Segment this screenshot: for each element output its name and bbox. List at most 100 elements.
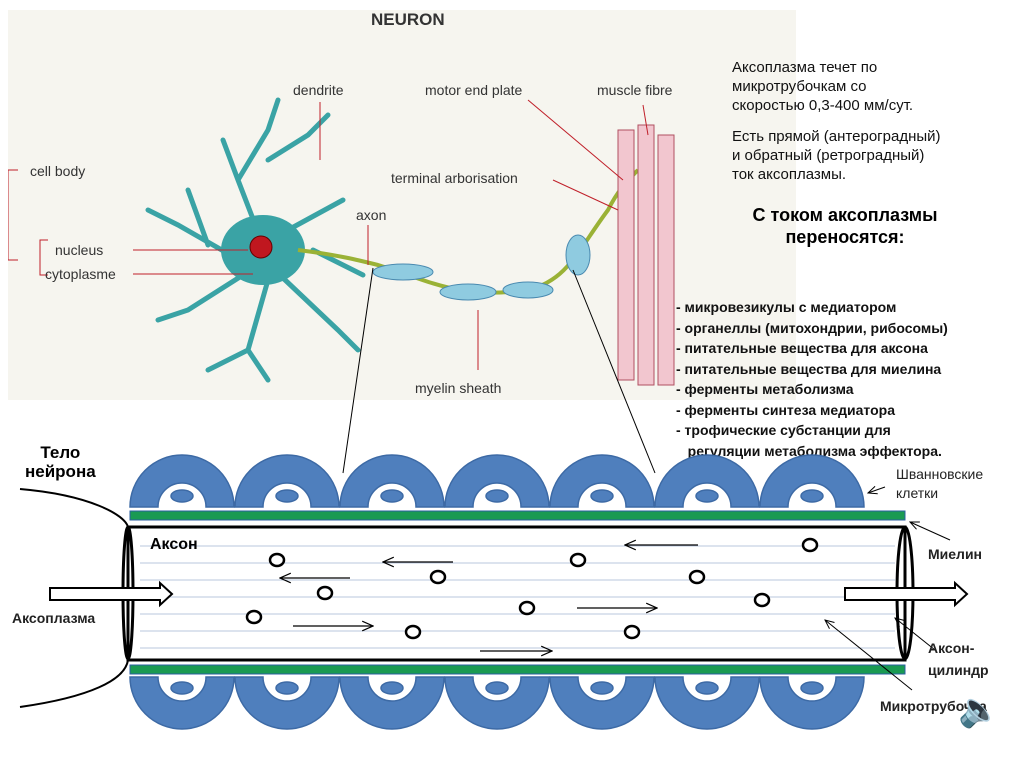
vesicle <box>569 552 587 568</box>
schwann-nucleus <box>170 681 194 695</box>
label-microtubule: Микротрубочка <box>880 698 987 714</box>
info-directions: Есть прямой (антероградный) и обратный (р… <box>732 127 941 184</box>
label-muscle-fibre: muscle fibre <box>597 82 673 98</box>
label-dendrite: dendrite <box>293 82 344 98</box>
text-line: Шванновские <box>896 466 984 482</box>
myelin-bottom <box>129 664 906 675</box>
text-line: переносятся: <box>785 227 905 247</box>
speaker-icon[interactable]: 🔈 <box>958 691 1001 729</box>
cell-body-outline <box>19 488 129 708</box>
label-axon-ru: Аксон <box>150 536 198 553</box>
label-axoplasm: Аксоплазма <box>12 610 96 626</box>
schwann-nucleus <box>380 681 404 695</box>
schwann-nucleus <box>380 489 404 503</box>
transported-list: - микровезикулы с медиатором - органеллы … <box>676 256 948 482</box>
vesicle <box>753 592 771 608</box>
list-item: - органеллы (митохондрии, рибосомы) <box>676 319 948 336</box>
vesicle <box>688 569 706 585</box>
text-line: и обратный (ретроградный) <box>732 147 925 164</box>
schwann-nucleus <box>275 681 299 695</box>
vesicles <box>245 537 819 640</box>
vesicle <box>404 624 422 640</box>
label-cytoplasme: cytoplasme <box>45 266 116 282</box>
list-item: - трофические субстанции для <box>676 422 891 438</box>
schwann-nucleus <box>695 681 719 695</box>
schwann-cell <box>654 454 760 508</box>
list-item: - ферменты метаболизма <box>676 381 854 397</box>
axoplasm-out-arrow <box>844 580 969 608</box>
schwann-nucleus <box>800 489 824 503</box>
label-motor-end-plate: motor end plate <box>425 82 523 98</box>
schwann-nucleus <box>170 489 194 503</box>
text-line: клетки <box>896 485 939 501</box>
label-nucleus: nucleus <box>55 242 104 258</box>
schwann-cell <box>759 454 865 508</box>
schwann-cell <box>339 676 445 730</box>
info-speed: Аксоплазма течет по микротрубочкам со скор… <box>732 58 913 115</box>
neuron-drawing <box>7 97 675 386</box>
microtubules <box>140 545 895 649</box>
text-line: цилиндр <box>928 662 989 678</box>
vesicle <box>623 624 641 640</box>
schwann-cells <box>129 454 865 730</box>
muscle-fibres <box>617 124 675 386</box>
vesicle <box>801 537 819 553</box>
vesicle <box>316 585 334 601</box>
label-schwann: Шванновские клетки <box>896 465 983 503</box>
schwann-nucleus <box>485 681 509 695</box>
text-line: С током аксоплазмы <box>752 205 938 225</box>
schwann-cell <box>129 454 235 508</box>
schwann-cell <box>339 454 445 508</box>
schwann-cell <box>234 454 340 508</box>
schwann-cell <box>549 676 655 730</box>
neuron-illustration <box>7 10 796 400</box>
vesicle <box>245 609 263 625</box>
list-item: - питательные вещества для аксона <box>676 340 928 356</box>
schwann-cell <box>444 676 550 730</box>
flow-arrows <box>280 545 698 651</box>
list-item: - микровезикулы с медиатором <box>676 299 897 315</box>
text-line: ток аксоплазмы. <box>732 166 847 183</box>
text-line: Аксон- <box>928 640 975 656</box>
myelin-segments <box>372 234 591 301</box>
label-myelin-sheath: myelin sheath <box>415 380 502 396</box>
text-line: нейрона <box>25 462 96 481</box>
list-item: регуляции метаболизма эффектора. <box>676 442 942 459</box>
dendrites <box>145 97 366 383</box>
label-axon: axon <box>356 207 387 223</box>
label-cell-body: cell body <box>30 163 86 179</box>
schwann-nucleus <box>695 489 719 503</box>
text-line: микротрубочкам со <box>732 78 867 95</box>
vesicle <box>518 600 536 616</box>
axoplasm-in-arrow <box>49 580 174 608</box>
vesicle <box>429 569 447 585</box>
schwann-cell <box>549 454 655 508</box>
list-item: - питательные вещества для миелина <box>676 360 942 377</box>
schwann-cell <box>444 454 550 508</box>
neuron-title: NEURON <box>371 10 445 29</box>
label-myelin: Миелин <box>928 546 983 562</box>
schwann-cell <box>234 676 340 730</box>
axon-tube <box>126 525 907 662</box>
schwann-nucleus <box>800 681 824 695</box>
schwann-nucleus <box>590 681 614 695</box>
text-line: Тело <box>40 443 81 462</box>
pointer-lines <box>342 267 951 691</box>
text-line: Есть прямой (антероградный) <box>732 128 941 145</box>
label-terminal-arborisation: terminal arborisation <box>391 170 518 186</box>
leader-lines <box>7 99 649 370</box>
list-item: - ферменты синтеза медиатора <box>676 401 895 418</box>
schwann-cell <box>654 676 760 730</box>
myelin-top <box>129 510 906 521</box>
schwann-nucleus <box>485 489 509 503</box>
text-line: Аксоплазма течет по <box>732 59 878 76</box>
vesicle <box>268 552 286 568</box>
schwann-nucleus <box>590 489 614 503</box>
text-line: скоростью 0,3-400 мм/сут. <box>732 97 914 114</box>
schwann-cell <box>129 676 235 730</box>
nucleus <box>249 235 273 259</box>
schwann-nucleus <box>275 489 299 503</box>
